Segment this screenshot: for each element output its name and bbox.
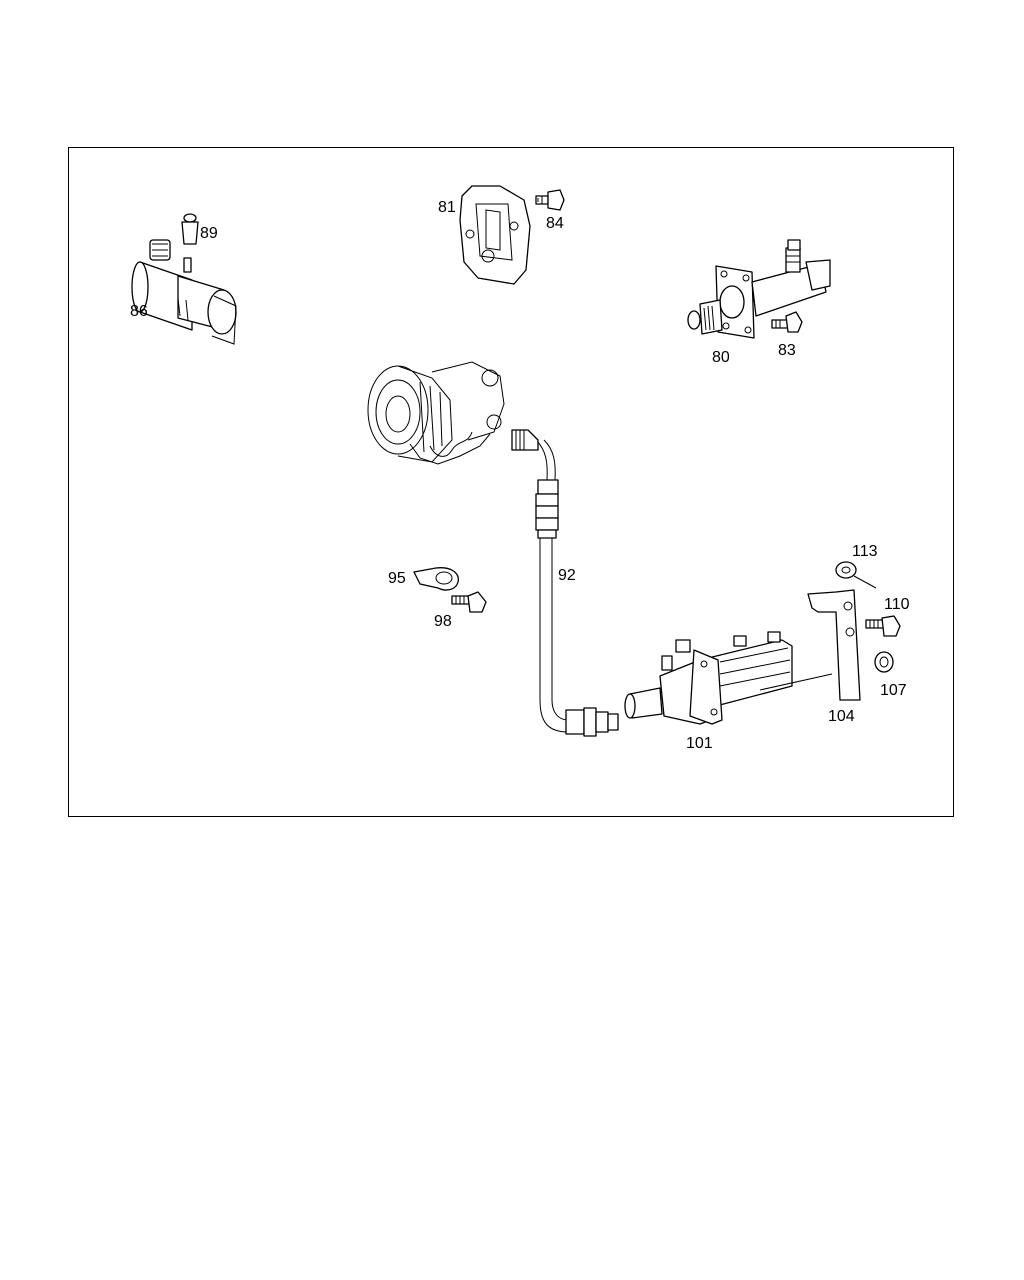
callout-104: 104 — [828, 708, 855, 725]
part-89-cap[interactable] — [181, 213, 199, 245]
callout-107: 107 — [880, 682, 907, 699]
part-92-hose[interactable] — [511, 429, 619, 737]
part-84-bolt[interactable] — [535, 189, 565, 211]
callout-83: 83 — [778, 342, 796, 359]
callout-84: 84 — [546, 215, 564, 232]
part-83-bolt[interactable] — [771, 311, 803, 333]
callout-98: 98 — [434, 613, 452, 630]
callout-81: 81 — [438, 199, 456, 216]
part-110-bolt[interactable] — [865, 615, 901, 637]
part-101-master-cylinder[interactable] — [624, 631, 793, 725]
callout-101: 101 — [686, 735, 713, 752]
part-107-nut[interactable] — [874, 651, 894, 673]
part-81-bracket[interactable] — [459, 185, 531, 285]
callout-110: 110 — [884, 596, 910, 613]
part-113-nut[interactable] — [835, 561, 877, 589]
callout-95: 95 — [388, 570, 406, 587]
callout-113: 113 — [852, 543, 878, 560]
callout-86: 86 — [130, 303, 148, 320]
part-95-clamp[interactable] — [413, 567, 459, 591]
part-80-slave-cylinder[interactable] — [687, 239, 831, 339]
part-104-bracket[interactable] — [759, 589, 861, 701]
part-98-bolt[interactable] — [451, 591, 487, 613]
callout-80: 80 — [712, 349, 730, 366]
diagram-frame — [68, 147, 954, 817]
part-86-reservoir[interactable] — [131, 239, 237, 345]
release-bearing[interactable] — [367, 361, 505, 465]
callout-89: 89 — [200, 225, 218, 242]
callout-92: 92 — [558, 567, 576, 584]
